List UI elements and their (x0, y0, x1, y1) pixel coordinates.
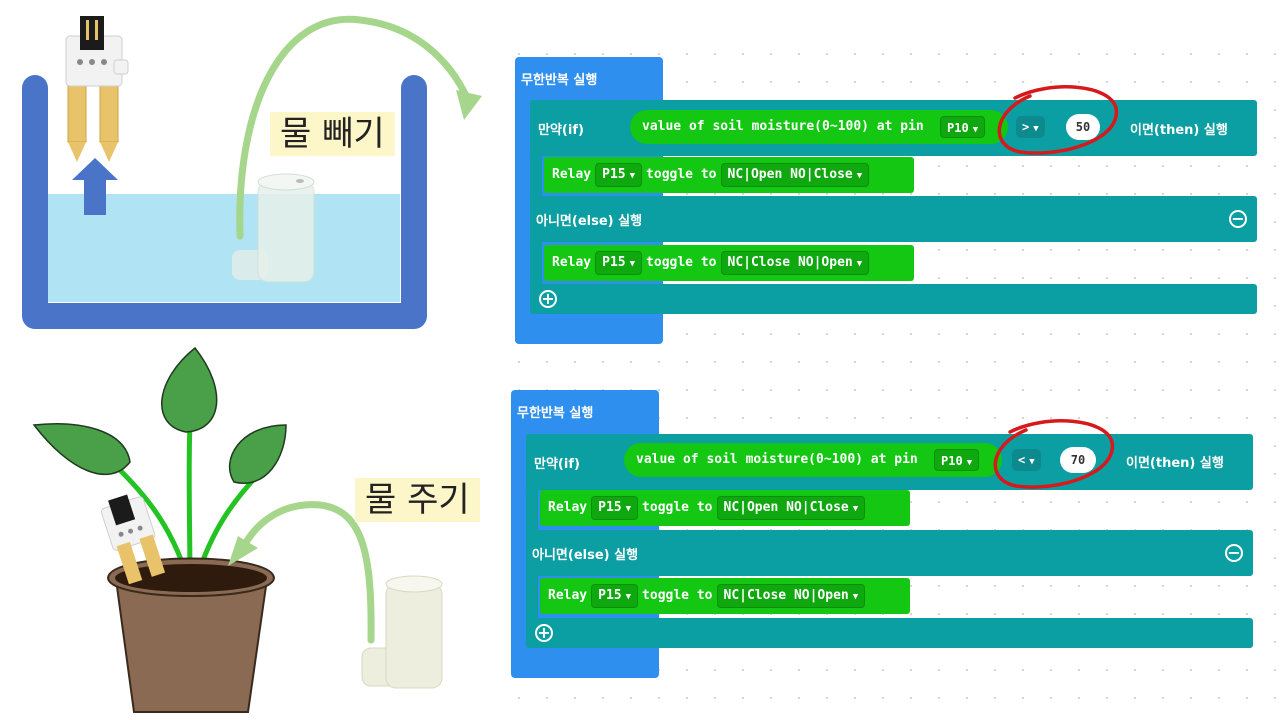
if-else-footer-bottom: + (526, 618, 1253, 648)
hose-arrow-bottom (228, 501, 375, 644)
if-label: 만약(if) (534, 457, 580, 472)
chevron-down-icon: ▼ (629, 170, 636, 181)
if-label: 만약(if) (538, 123, 584, 138)
soil-sensor-bottom (100, 494, 166, 585)
else-row-bottom[interactable]: 아니면(else) 실행 − (526, 530, 1253, 576)
compare-operator-dropdown[interactable]: <▼ (1012, 449, 1041, 471)
else-row-top[interactable]: 아니면(else) 실행 − (530, 196, 1257, 242)
then-label: 이면(then) 실행 (1130, 123, 1228, 138)
relay-state-dropdown[interactable]: NC|Open NO|Close▼ (716, 495, 866, 520)
threshold-input[interactable]: 70 (1060, 447, 1096, 473)
chevron-down-icon: ▼ (856, 170, 863, 181)
relay-pin-dropdown[interactable]: P15▼ (595, 250, 643, 275)
relay-pin-dropdown[interactable]: P15▼ (591, 583, 639, 608)
relay-state-dropdown[interactable]: NC|Close NO|Open▼ (720, 250, 870, 275)
reporter-text: value of soil moisture(0~100) at pin (636, 452, 918, 467)
chevron-down-icon: ▼ (852, 591, 859, 602)
water-pump-top (232, 173, 315, 283)
chevron-down-icon: ▼ (625, 503, 632, 514)
chevron-down-icon: ▼ (1033, 124, 1039, 134)
soil-sensor-top (65, 16, 129, 162)
relay-pin-dropdown[interactable]: P15▼ (591, 495, 639, 520)
up-arrow-icon (72, 158, 118, 215)
chevron-down-icon: ▼ (629, 258, 636, 269)
forever-label: 무한반복 실행 (521, 73, 598, 88)
relay-state-dropdown[interactable]: NC|Close NO|Open▼ (716, 583, 866, 608)
collapse-else-icon[interactable]: − (1225, 544, 1243, 562)
threshold-input[interactable]: 50 (1066, 114, 1100, 140)
caption-water-plant: 물 주기 (355, 478, 480, 522)
plant-leaves (32, 346, 287, 484)
chevron-down-icon: ▼ (856, 258, 863, 269)
chevron-down-icon: ▼ (966, 458, 973, 468)
water-pump-bottom (361, 575, 443, 689)
compare-operator-dropdown[interactable]: >▼ (1016, 116, 1045, 138)
if-else-footer-top: + (530, 284, 1257, 314)
relay-state-dropdown[interactable]: NC|Open NO|Close▼ (720, 162, 870, 187)
forever-label: 무한반복 실행 (517, 406, 594, 421)
add-else-if-icon[interactable]: + (535, 624, 553, 642)
chevron-down-icon: ▼ (972, 125, 979, 135)
chevron-down-icon: ▼ (625, 591, 632, 602)
then-label: 이면(then) 실행 (1126, 456, 1224, 471)
illustration-panel (22, 15, 482, 713)
chevron-down-icon: ▼ (1029, 457, 1035, 467)
else-label: 아니면(else) 실행 (532, 548, 639, 563)
water-tank (22, 75, 427, 329)
hose-arrow-top (236, 15, 482, 240)
reporter-text: value of soil moisture(0~100) at pin (642, 119, 924, 134)
flower-pot (106, 557, 276, 713)
else-label: 아니면(else) 실행 (536, 214, 643, 229)
collapse-else-icon[interactable]: − (1229, 210, 1247, 228)
condition-pin-dropdown[interactable]: P10▼ (940, 116, 986, 138)
relay-pin-dropdown[interactable]: P15▼ (595, 162, 643, 187)
soil-moisture-reporter-bottom[interactable]: value of soil moisture(0~100) at pin (624, 443, 1002, 477)
chevron-down-icon: ▼ (852, 503, 859, 514)
add-else-if-icon[interactable]: + (539, 290, 557, 308)
condition-pin-dropdown[interactable]: P10▼ (934, 449, 980, 471)
caption-drain-water: 물 빼기 (270, 112, 395, 156)
